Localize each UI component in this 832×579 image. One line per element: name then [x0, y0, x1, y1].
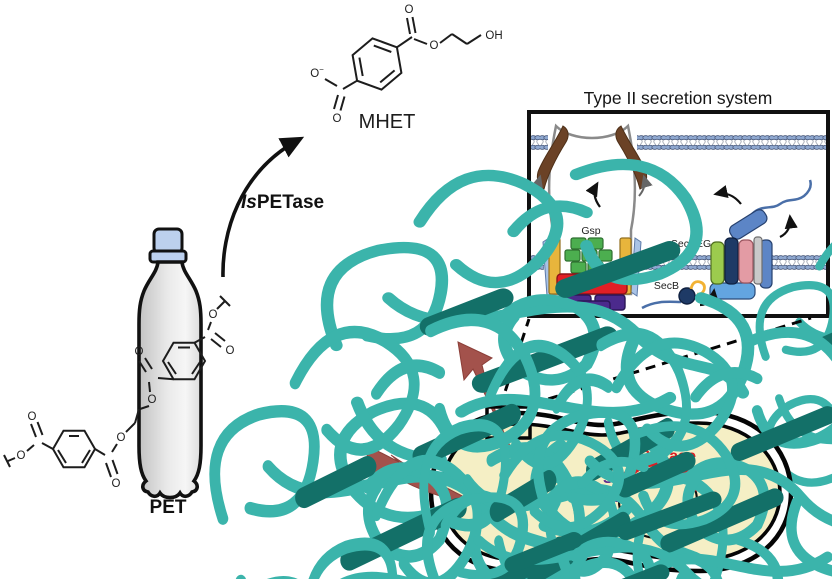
atom-label: O — [28, 411, 37, 423]
reaction-arrow — [221, 136, 305, 278]
pet-polymer-left: O O O O — [3, 408, 140, 490]
mhet-label: MHET — [359, 111, 416, 133]
atom-label: O — [148, 394, 157, 406]
pilus-left — [536, 125, 569, 190]
secyeg-complex: SecYEG — [671, 209, 773, 300]
atom-label: O− — [310, 65, 324, 80]
atom-label: O — [405, 4, 414, 16]
secb-label: SecB — [654, 280, 679, 292]
atom-label: OH — [485, 30, 502, 42]
atom-label: O — [333, 113, 342, 125]
outer-membrane — [531, 135, 826, 150]
atom-label: O — [430, 40, 439, 52]
folding-arrow — [713, 185, 742, 205]
atom-label: O — [112, 478, 121, 490]
atom-label: O — [209, 309, 218, 321]
atom-label: O — [226, 345, 235, 357]
release-arrow-right — [638, 174, 653, 197]
bottle-cap — [152, 227, 184, 255]
gsp-label: Gsp — [581, 225, 600, 237]
secb-chaperone: SecB — [641, 280, 720, 310]
atom-label: O — [17, 450, 26, 462]
mhet-structure: O O OH O O− — [310, 4, 502, 125]
translocation-arrow — [779, 214, 798, 238]
unfolded-peptide-top — [751, 179, 812, 215]
pet-polymer-middle: O O O O — [135, 295, 235, 410]
inset-title: Type II secretion system — [584, 88, 773, 108]
pet-label: PET — [150, 497, 187, 518]
atom-label: O — [135, 346, 144, 358]
atom-label: O — [117, 432, 126, 444]
export-arrow — [585, 181, 601, 208]
pilus-right — [615, 125, 648, 190]
unfolded-peptide-bottom — [641, 300, 682, 310]
ispetase-arrow-label: IsPETase — [241, 192, 324, 213]
